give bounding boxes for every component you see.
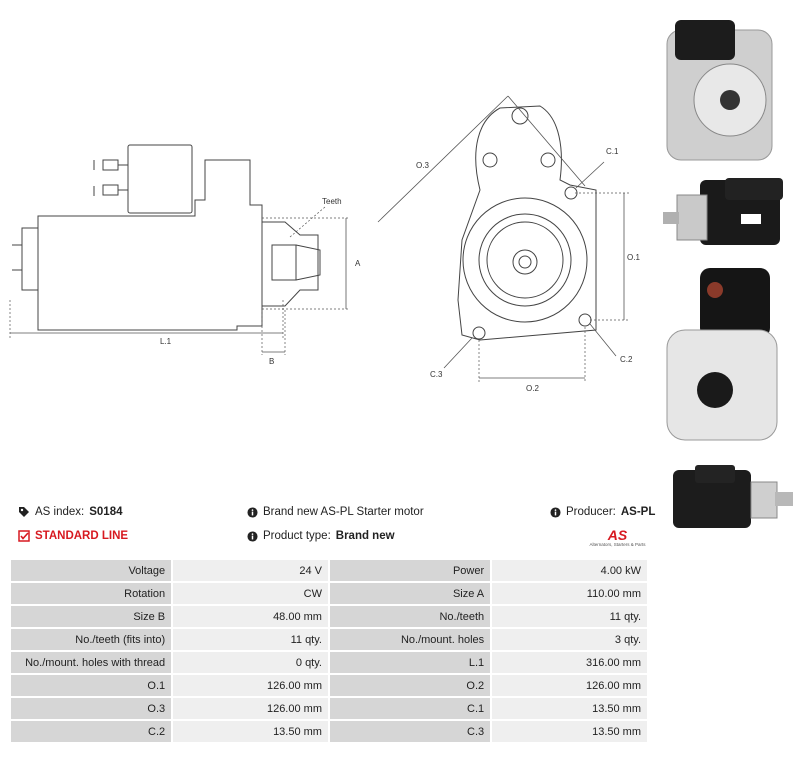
spec-value: 126.00 mm [492,675,647,696]
spec-value: 13.50 mm [492,721,647,742]
spec-value: 126.00 mm [173,698,328,719]
starter-front-drawing [457,105,597,341]
spec-label: C.2 [11,721,172,742]
spec-row: No./teeth (fits into)11 qty.No./mount. h… [11,629,647,650]
logo-mark: AS [607,527,628,543]
spec-label: No./mount. holes [329,629,491,650]
label-teeth: Teeth [322,197,342,206]
tag-icon [19,507,29,517]
as-index-label: AS index: [35,506,85,518]
info-icon [247,530,258,542]
spec-value: CW [173,583,328,604]
spec-label: O.3 [11,698,172,719]
spec-value: 11 qty. [173,629,328,650]
label-a: A [355,259,361,268]
spec-label: O.1 [11,675,172,696]
label-o3: O.3 [416,161,429,170]
info-icon [247,506,258,518]
spec-value: 24 V [173,560,328,581]
label-c3: C.3 [430,370,443,379]
photo-side-view-2[interactable] [673,465,793,528]
spec-label: Size B [11,606,172,627]
spec-label: Size A [329,583,491,604]
spec-label: No./teeth (fits into) [11,629,172,650]
spec-label: Rotation [11,583,172,604]
spec-value: 316.00 mm [492,652,647,673]
spec-value: 126.00 mm [173,675,328,696]
spec-value: 48.00 mm [173,606,328,627]
photo-side-view[interactable] [663,178,783,245]
label-c2: C.2 [620,355,633,364]
label-l1: L.1 [160,337,172,346]
spec-value: 3 qty. [492,629,647,650]
spec-label: C.1 [329,698,491,719]
spec-label: Voltage [11,560,172,581]
label-b: B [269,357,274,366]
spec-value: 110.00 mm [492,583,647,604]
spec-value: 13.50 mm [492,698,647,719]
technical-drawings: Teeth A B L.1 [0,0,650,400]
product-description: Brand new AS-PL Starter motor [263,506,424,518]
producer-row: Producer: AS-PL [550,506,655,518]
as-pl-logo: AS Alternators, Starters & Parts [585,528,650,547]
label-o1: O.1 [627,253,640,262]
product-photos [655,0,800,560]
as-index-row: AS index: S0184 [18,506,123,518]
starter-side-drawing: Teeth A B L.1 [9,95,640,393]
spec-value: 13.50 mm [173,721,328,742]
product-type-row: Product type: Brand new [247,530,395,542]
spec-value: 4.00 kW [492,560,647,581]
product-type-value: Brand new [335,530,395,542]
product-info: AS index: S0184 STANDARD LINE Brand new … [0,500,655,560]
label-c1: C.1 [606,147,619,156]
checkbox-check-icon [18,530,30,542]
spec-label: No./mount. holes with thread [11,652,172,673]
product-type-label: Product type: [263,530,331,542]
label-o2: O.2 [526,384,539,393]
logo-tagline: Alternators, Starters & Parts [589,542,646,547]
spec-label: Power [329,560,491,581]
spec-label: O.2 [329,675,491,696]
description-row: Brand new AS-PL Starter motor [247,506,424,518]
info-icon [550,506,561,518]
spec-label: No./teeth [329,606,491,627]
spec-value: 0 qty. [173,652,328,673]
photo-rear-view[interactable] [666,268,778,441]
standard-line-row: STANDARD LINE [18,530,128,542]
standard-line-label: STANDARD LINE [35,530,129,542]
spec-label: L.1 [329,652,491,673]
as-index-value: S0184 [89,506,123,518]
photo-front-view[interactable] [666,20,773,161]
spec-label: C.3 [329,721,491,742]
producer-label: Producer: [566,506,616,518]
spec-value: 11 qty. [492,606,647,627]
producer-value: AS-PL [620,506,656,518]
